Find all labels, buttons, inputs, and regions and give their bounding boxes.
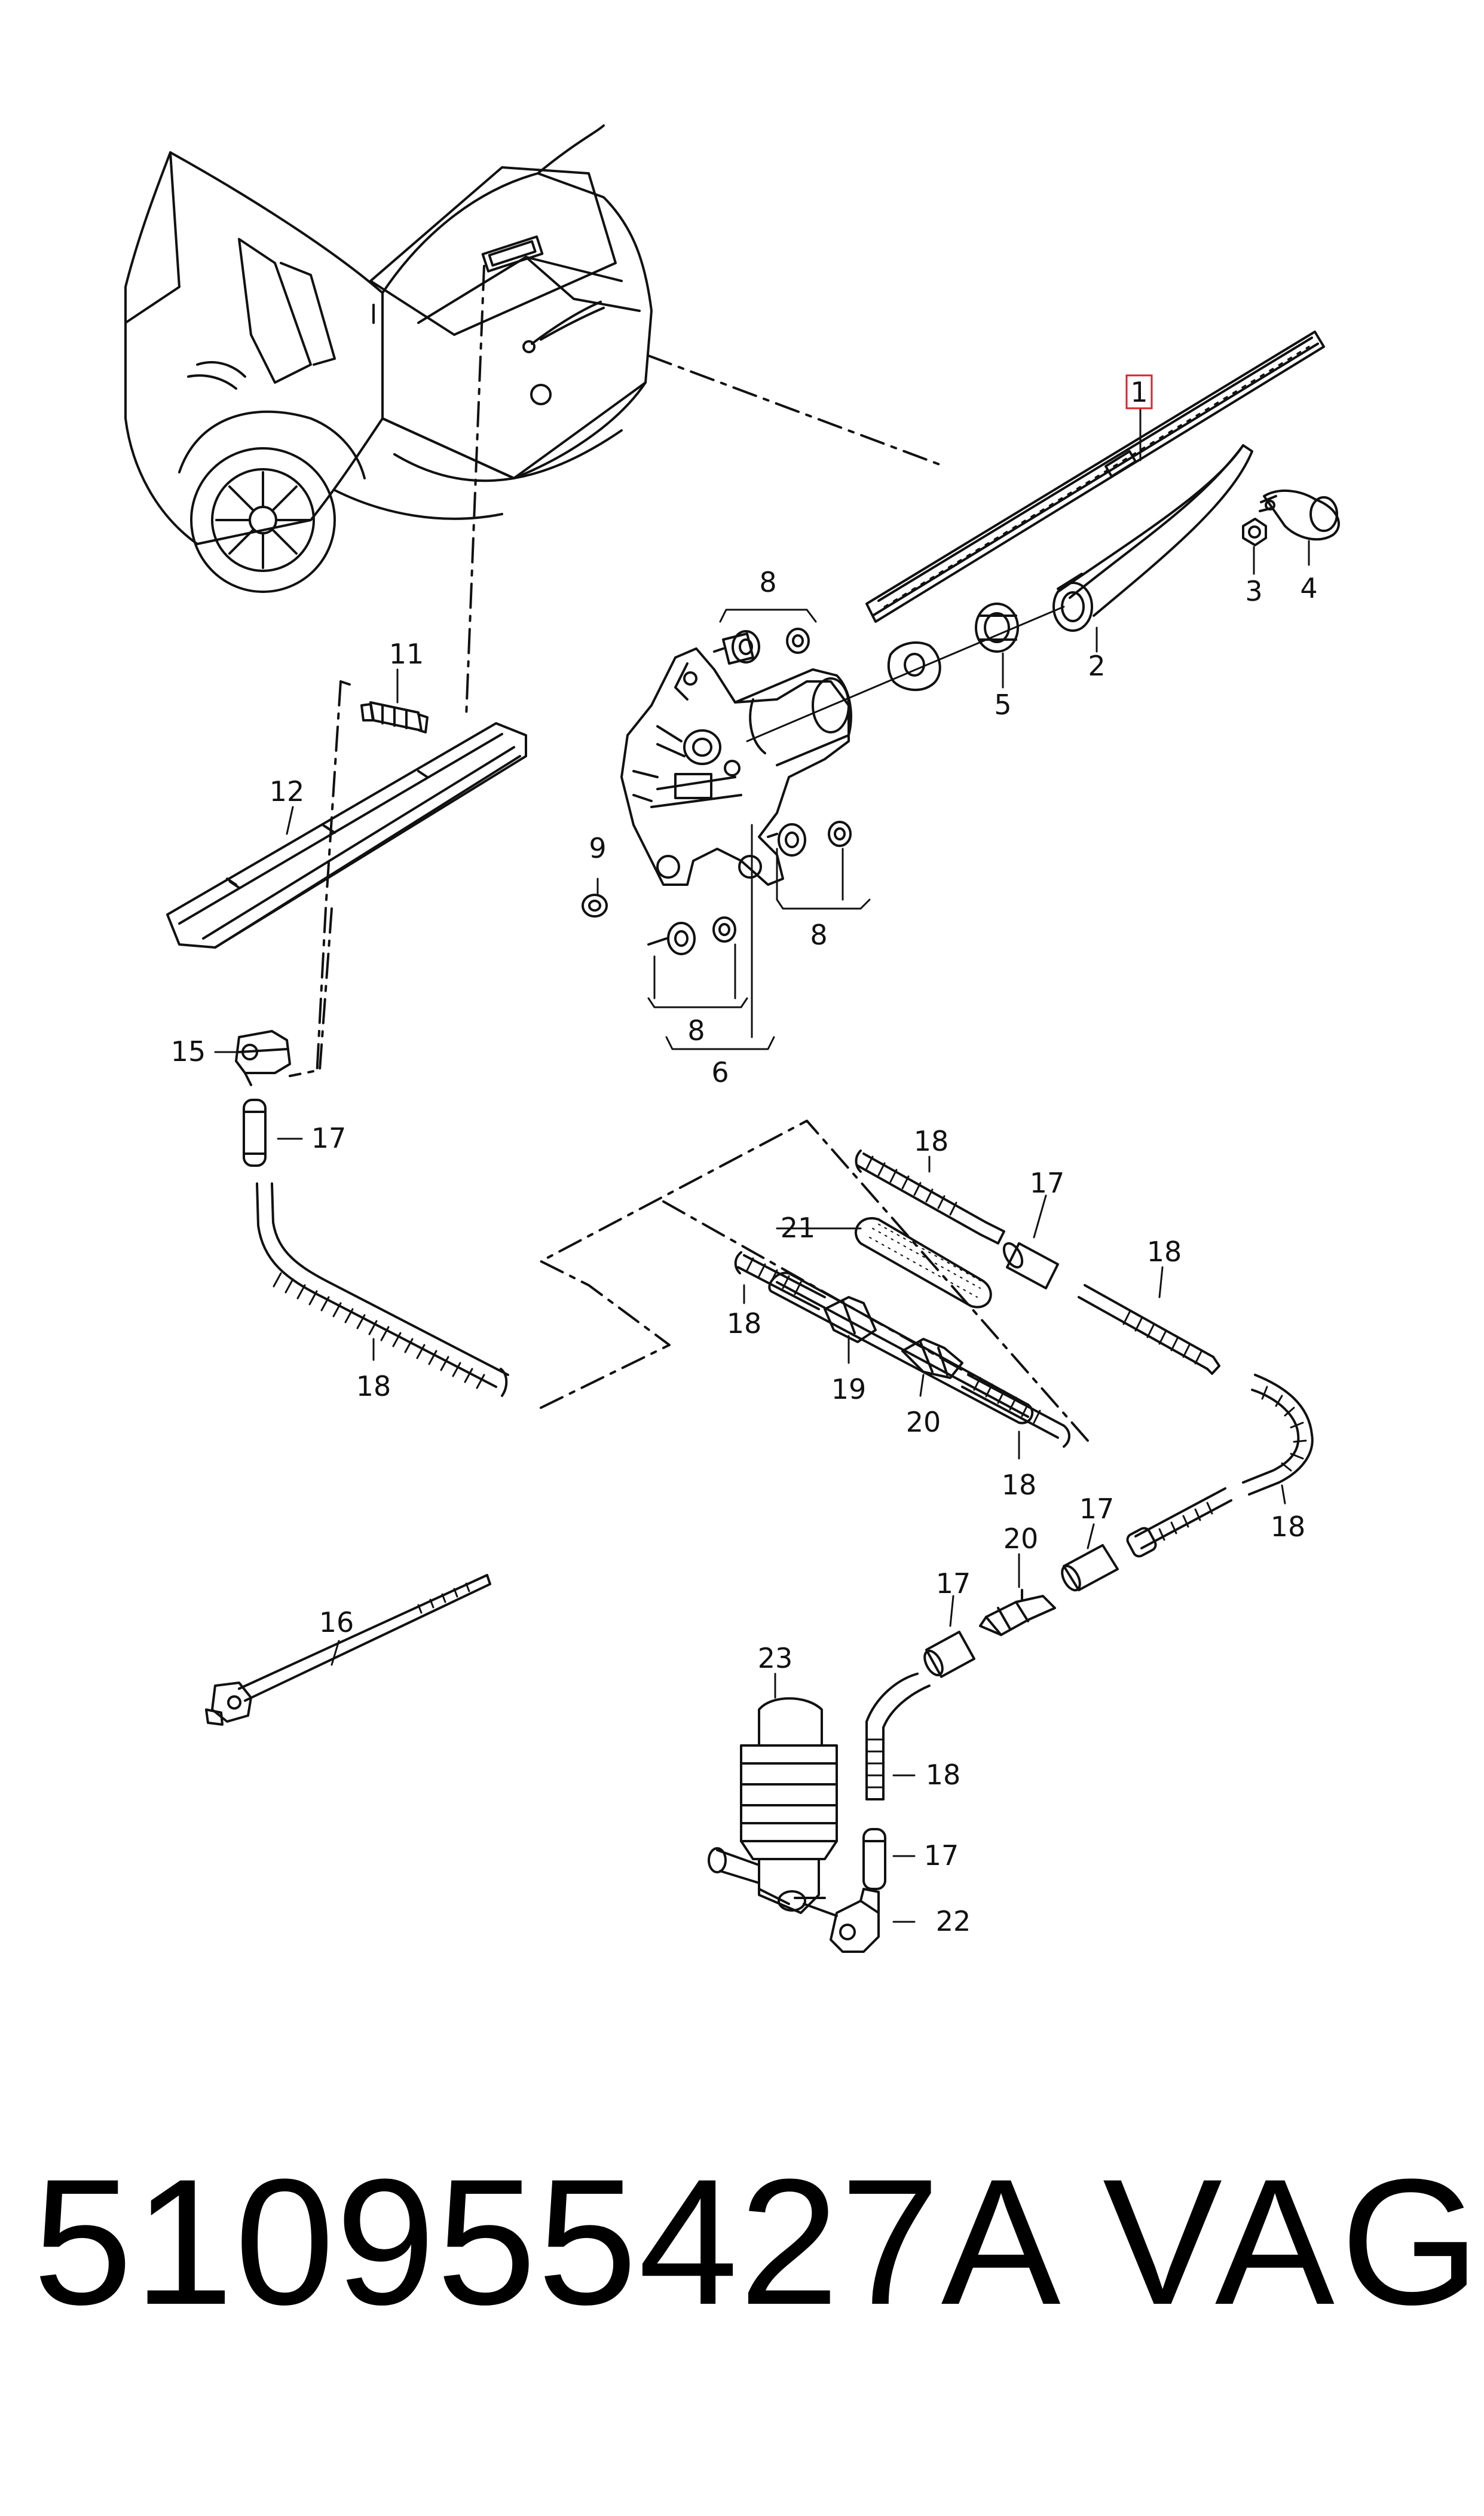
callout-18-lower: 18 (926, 1759, 961, 1791)
wiper-motor (620, 647, 852, 886)
callout-18-mid-bottom: 18 (1002, 1469, 1037, 1501)
leader-brake-light-group (316, 680, 342, 1077)
seal-part-5 (975, 603, 1019, 653)
cable-tie-part-16 (205, 1574, 491, 1726)
washer-hose-part-18-lower-right (1126, 1487, 1232, 1558)
foam-sleeve-part-21 (854, 1217, 992, 1309)
callout-18-left: 18 (356, 1370, 391, 1402)
hose-connector-part-17-lower (1061, 1544, 1119, 1592)
cap-part-4 (1259, 489, 1340, 541)
leader-hose-set (540, 1120, 1089, 1442)
callout-1: 1 (1130, 376, 1148, 408)
washer-hose-part-18-left (256, 1182, 509, 1397)
callout-leaders (214, 408, 1310, 1923)
callout-12: 12 (270, 775, 305, 808)
callout-17-top: 17 (1030, 1167, 1065, 1199)
callout-17-mid: 17 (936, 1567, 971, 1600)
nut-part-3 (1242, 518, 1267, 546)
leader-car-to-brake-light (465, 265, 485, 719)
bushings-part-8-bottom (647, 916, 736, 955)
callout-18-top: 18 (914, 1125, 949, 1157)
bushings-part-8-top (713, 628, 810, 665)
callout-18-right: 18 (1271, 1511, 1306, 1543)
callout-17-left: 17 (311, 1122, 347, 1154)
car-rear-illustration (124, 124, 653, 593)
nozzle-assembly (734, 1251, 1070, 1448)
callout-21: 21 (781, 1212, 816, 1244)
callout-15: 15 (171, 1035, 206, 1068)
callout-6: 6 (711, 1056, 729, 1089)
callout-8-right: 8 (810, 919, 827, 951)
part-number: 510955427A (33, 2141, 1062, 2342)
callout-20-lower: 20 (1003, 1523, 1039, 1555)
callout-18-mid-left: 18 (727, 1307, 762, 1340)
hose-connector-part-17-vertical (862, 1828, 886, 1890)
wiper-arm (1052, 444, 1253, 632)
highlight-box-part-1 (1125, 374, 1153, 409)
washer-nozzle-part-15 (235, 1030, 291, 1086)
callout-8-bottom: 8 (687, 1014, 705, 1047)
hose-connector-part-17-left (243, 1099, 267, 1167)
callout-brackets (647, 609, 871, 1050)
leader-car-to-motor (647, 354, 946, 467)
nut-part-9 (582, 894, 608, 918)
elbow-connector-part-22 (830, 1888, 880, 1953)
callout-23: 23 (758, 1642, 793, 1674)
washer-pump-part-23 (708, 1697, 838, 1917)
washer-hose-part-18-bend (865, 1673, 931, 1800)
leader-to-part-15 (289, 907, 333, 1077)
brand-name: VAG (1103, 2141, 1484, 2342)
t-connector-part-20-lower (979, 1589, 1056, 1636)
callout-17-bottom: 17 (924, 1839, 959, 1872)
washer-hose-part-18-curve (1242, 1374, 1314, 1496)
bushings-part-8-right (767, 821, 852, 857)
callout-9: 9 (589, 832, 606, 864)
callout-4: 4 (1300, 572, 1317, 604)
callout-18-upper-right: 18 (1147, 1236, 1182, 1268)
callout-19: 19 (831, 1373, 867, 1405)
callout-16: 16 (319, 1606, 354, 1638)
callout-5: 5 (994, 689, 1011, 721)
callout-3: 3 (1245, 575, 1262, 607)
hose-connector-part-17-middle (1002, 1242, 1059, 1289)
wiper-blade (865, 331, 1325, 623)
leader-motor-axis (746, 606, 1065, 742)
callout-2: 2 (1088, 650, 1105, 682)
callout-17-mid-right: 17 (1079, 1493, 1115, 1525)
hose-connector-part-17-bottom (923, 1631, 975, 1678)
grommet (887, 641, 941, 692)
connector-part-11 (360, 701, 429, 733)
callout-22: 22 (936, 1905, 971, 1937)
callout-11: 11 (389, 638, 424, 670)
washer-hose-part-18-upper (855, 1150, 1005, 1245)
washer-hose-part-18-right (1078, 1284, 1220, 1375)
brake-light-part-12 (166, 722, 527, 949)
callout-8-top: 8 (759, 566, 776, 598)
callout-20-upper: 20 (906, 1406, 941, 1438)
